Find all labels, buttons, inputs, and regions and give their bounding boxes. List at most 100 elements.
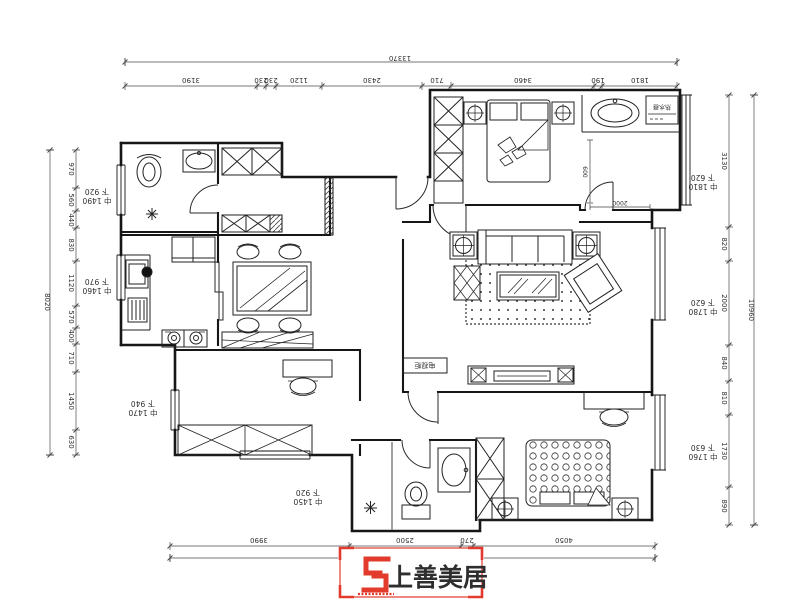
window-annotation: 中 1470 下 940 <box>128 399 157 418</box>
company-logo: 上善美居 <box>338 546 488 599</box>
wall-pillar <box>324 176 334 236</box>
corridor-window <box>170 389 180 431</box>
wall-pillar <box>269 214 283 233</box>
dim-top-seg: 3190 <box>182 76 200 84</box>
dim-right-seg: 810 <box>720 391 728 404</box>
window-annotation: 中 1460 下 970 <box>82 277 111 296</box>
dim-left-seg: 710 <box>67 351 75 364</box>
sill-height-label: 下 920 <box>296 488 320 497</box>
bedroom1-furniture <box>433 96 575 204</box>
dim-bottom-seg: 3990 <box>250 536 268 544</box>
dim-left-overall: 8020 <box>43 293 51 311</box>
kitchen-sliding-door <box>214 261 224 321</box>
living-room-furniture <box>402 229 623 385</box>
water-heater-box <box>645 95 679 125</box>
dining-chair <box>278 317 302 333</box>
dining-chair <box>236 244 260 260</box>
dim-left-seg: 970 <box>67 162 75 175</box>
pillow <box>539 491 571 505</box>
kitchen-window <box>116 254 126 301</box>
hall-closets <box>221 147 283 233</box>
dim-right-overall: 10960 <box>747 299 755 321</box>
office-chair <box>599 408 629 426</box>
sill-height-label: 下 630 <box>691 443 715 452</box>
tv-icon <box>493 370 551 382</box>
dining-chair <box>236 317 260 333</box>
double-bed <box>486 99 551 183</box>
logo-frame-corners <box>338 546 484 599</box>
dim-right-seg: 890 <box>720 499 728 512</box>
sill-height-label: 下 970 <box>85 277 109 286</box>
dining-set <box>221 243 314 349</box>
dim-right-seg: 3130 <box>720 152 728 170</box>
mid-height-label: 中 1760 <box>688 452 717 462</box>
bathroom1-fixtures <box>136 149 216 220</box>
bathroom-door <box>189 184 219 214</box>
mid-height-label: 中 1460 <box>82 286 111 296</box>
coffee-table <box>496 271 560 301</box>
mid-height-label: 中 1450 <box>293 497 322 507</box>
dim-left-seg: 440 <box>67 213 75 226</box>
study-furniture <box>177 359 333 456</box>
dim-top-seg: 230 <box>254 76 267 84</box>
nightstand <box>463 101 487 125</box>
blanket-folds <box>497 136 527 167</box>
dim-left-seg: 560 <box>67 193 75 206</box>
floor-drain-icon <box>146 208 158 220</box>
dim-right-seg: 1730 <box>720 442 728 460</box>
desk <box>282 359 333 378</box>
desk <box>583 391 645 410</box>
bath-width-dim: 2000 <box>612 199 627 206</box>
dim-top-seg: 1810 <box>631 76 649 84</box>
bedroom2-furniture <box>475 391 645 521</box>
logo-company-name: 上善美居 <box>388 563 488 592</box>
dim-top-seg: 3460 <box>514 76 532 84</box>
washbasin-cabinet <box>437 447 471 493</box>
dim-left-seg: 400 <box>67 329 75 342</box>
tv-cabinet-label: 电视柜 <box>415 361 436 370</box>
dining-table <box>232 261 312 316</box>
pillow <box>520 102 549 121</box>
mid-height-label: 中 1470 <box>128 408 157 418</box>
nightstand <box>551 101 575 125</box>
dim-top-seg: 230 <box>264 76 277 84</box>
threshold-hatch <box>221 331 314 349</box>
window-annotations: 中 1490 下 920 中 1460 下 970 中 1810 下 620 中… <box>82 173 717 507</box>
bedroom-bay-window <box>652 394 666 471</box>
mid-height-label: 中 1490 <box>82 196 111 206</box>
dimension-lines <box>46 58 758 562</box>
bath3-door <box>401 439 431 469</box>
sill-height-label: 下 940 <box>131 399 155 408</box>
dim-bottom-seg: 4050 <box>555 536 573 544</box>
bathroom2-fixtures <box>581 95 680 210</box>
windows <box>116 94 692 471</box>
dim-left-seg: 1120 <box>67 274 75 292</box>
double-bed <box>525 439 611 507</box>
nightstand <box>611 497 639 521</box>
dim-bottom-seg: 270 <box>460 536 473 544</box>
tv-cabinet-label-box <box>402 357 448 374</box>
bathroom3-fixtures <box>364 447 471 520</box>
speaker <box>470 367 487 383</box>
pillow <box>489 102 518 121</box>
mid-height-label: 中 1780 <box>688 307 717 317</box>
window-annotation: 中 1810 下 620 <box>688 173 717 192</box>
entry-door <box>395 176 429 210</box>
toilet-tank <box>401 504 431 520</box>
dim-right-seg: 2000 <box>720 294 728 312</box>
window-annotation: 中 1780 下 620 <box>688 298 717 317</box>
doors <box>189 176 614 469</box>
sill-height-label: 下 920 <box>85 187 109 196</box>
dim-top-seg: 1120 <box>290 76 308 84</box>
living-bay-window <box>652 227 666 321</box>
window-annotation: 中 1490 下 920 <box>82 187 111 206</box>
office-chair <box>289 377 317 395</box>
toilet-icon <box>136 156 162 188</box>
sill-height-label: 下 620 <box>691 173 715 182</box>
dim-left-seg: 570 <box>67 310 75 323</box>
bath2-door <box>584 181 614 211</box>
sill-height-label: 下 620 <box>691 298 715 307</box>
nightstand <box>491 497 519 521</box>
